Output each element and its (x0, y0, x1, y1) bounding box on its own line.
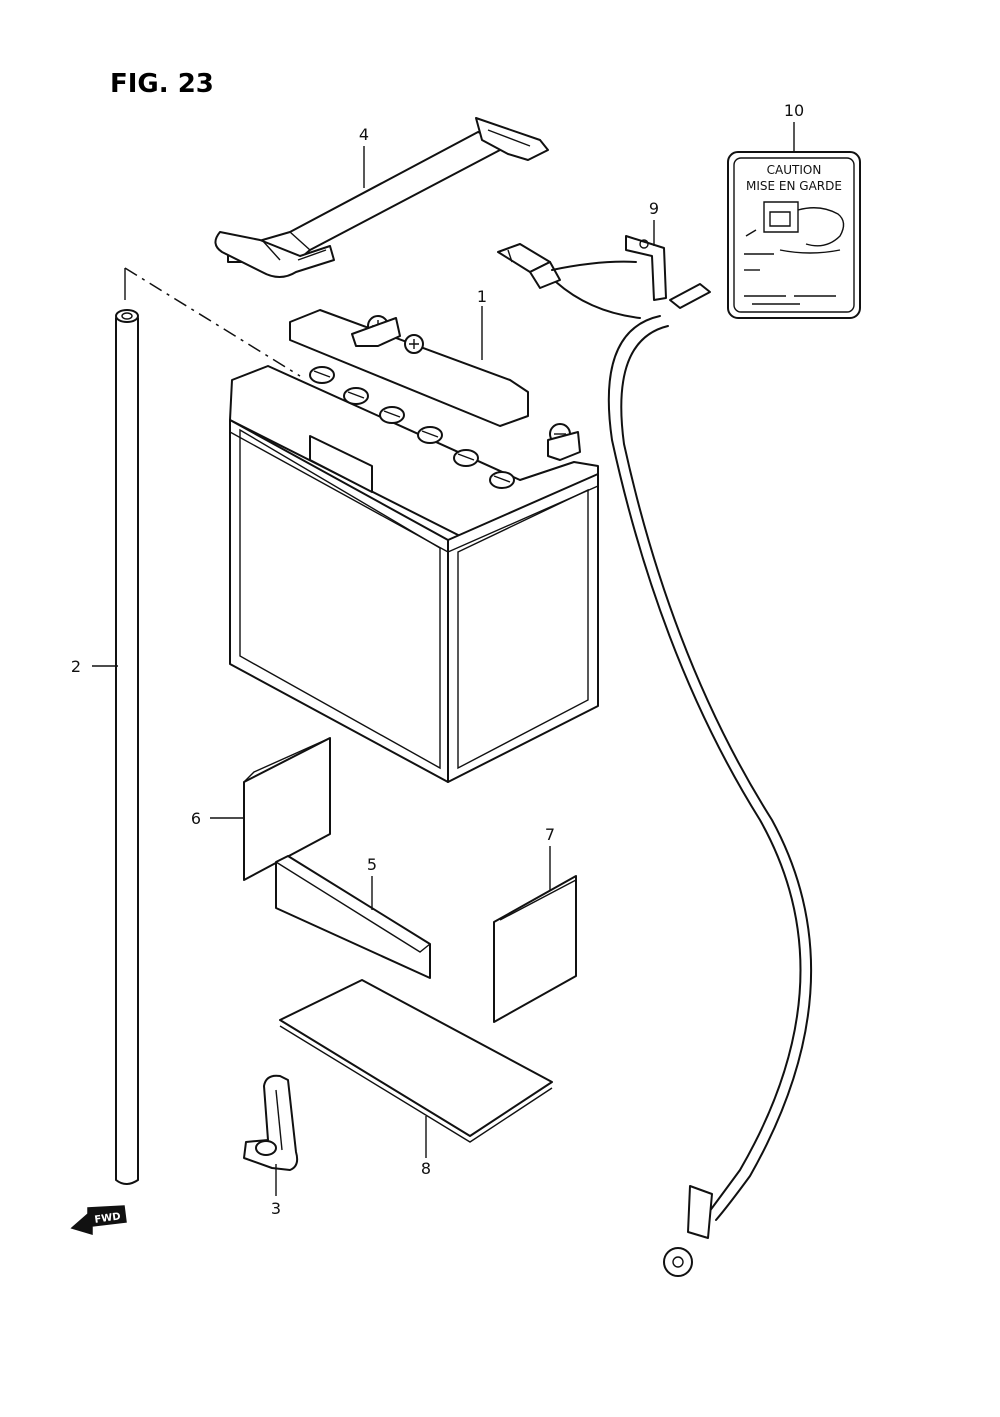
label-part-10: 10 (784, 101, 804, 120)
figure-title: FIG. 23 (110, 69, 214, 99)
label-part-9: 9 (649, 199, 659, 218)
spacer-side-drawing (243, 737, 331, 881)
part-number-labels: 1 2 3 4 5 6 7 8 9 10 (71, 101, 804, 1218)
vent-hose-drawing (115, 309, 139, 1185)
label-part-8: 8 (421, 1159, 431, 1178)
vent-guide-line (124, 267, 301, 377)
forward-arrow-icon (70, 1205, 127, 1236)
spacer-front-drawing (275, 855, 431, 979)
label-part-2: 2 (71, 657, 81, 676)
forward-text: FWD (94, 1211, 121, 1226)
battery-bottom-pad-drawing (279, 979, 553, 1143)
hose-clamp-drawing (243, 1074, 299, 1171)
label-part-4: 4 (359, 125, 369, 144)
caution-label-drawing: CAUTION MISE EN GARDE (727, 151, 861, 319)
label-part-5: 5 (367, 855, 377, 874)
caution-label-line2: MISE EN GARDE (746, 179, 842, 193)
battery-terminals (351, 315, 581, 461)
label-part-6: 6 (191, 809, 201, 828)
spacer-right-drawing (493, 875, 577, 1023)
forward-direction-marker: FWD (70, 1205, 127, 1236)
label-part-1: 1 (477, 287, 487, 306)
label-part-7: 7 (545, 825, 555, 844)
battery-band-drawing (214, 117, 549, 278)
battery-cell-caps (309, 366, 515, 489)
battery-lead-wire-drawing (497, 235, 813, 1277)
leader-lines (92, 122, 795, 1196)
label-part-3: 3 (271, 1199, 281, 1218)
battery-drawing (229, 309, 599, 783)
caution-label-line1: CAUTION (767, 163, 822, 177)
